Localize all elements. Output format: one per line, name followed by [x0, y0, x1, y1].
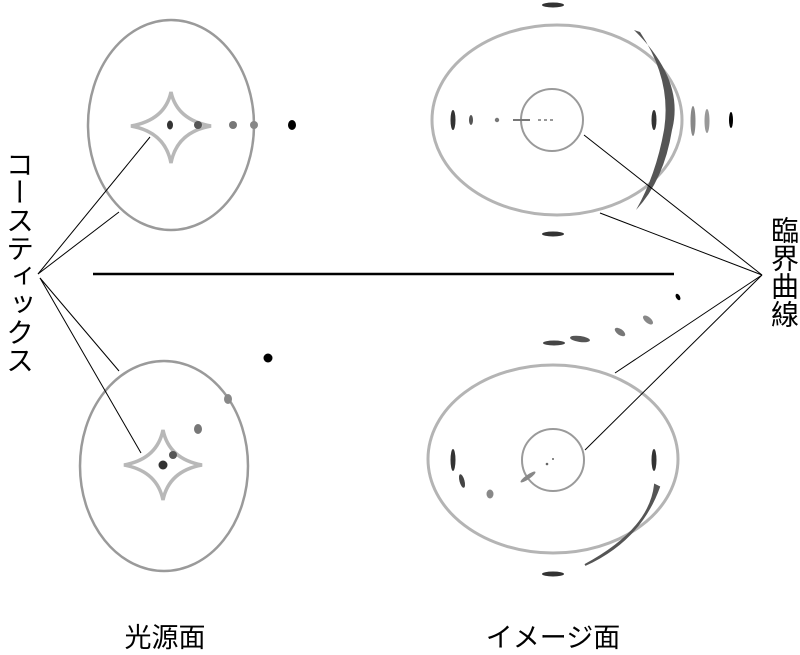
source-positions-top — [167, 120, 296, 130]
caustic-astroid-top — [130, 91, 212, 164]
arc-image-bottom — [584, 483, 661, 566]
source-positions-bottom — [158, 353, 273, 470]
caustics-leader-lines — [37, 136, 151, 454]
arc-image-top — [634, 30, 675, 210]
critical-curves-label: 臨界曲線 — [767, 216, 800, 328]
images-bottom — [450, 293, 681, 577]
image-plane-label: イメージ面 — [485, 623, 621, 654]
critical-curves-leader-lines — [583, 134, 763, 451]
images-top — [450, 2, 733, 237]
source-plane-label: 光源面 — [124, 623, 206, 654]
image-critical-circle-bottom — [521, 428, 585, 492]
image-critical-ellipse-top — [430, 23, 684, 217]
caustics-label: コースティックス — [2, 150, 35, 374]
caustic-astroid-bottom — [123, 429, 203, 501]
source-critical-ellipse-bottom — [78, 359, 250, 573]
image-critical-ellipse-bottom — [426, 363, 680, 555]
